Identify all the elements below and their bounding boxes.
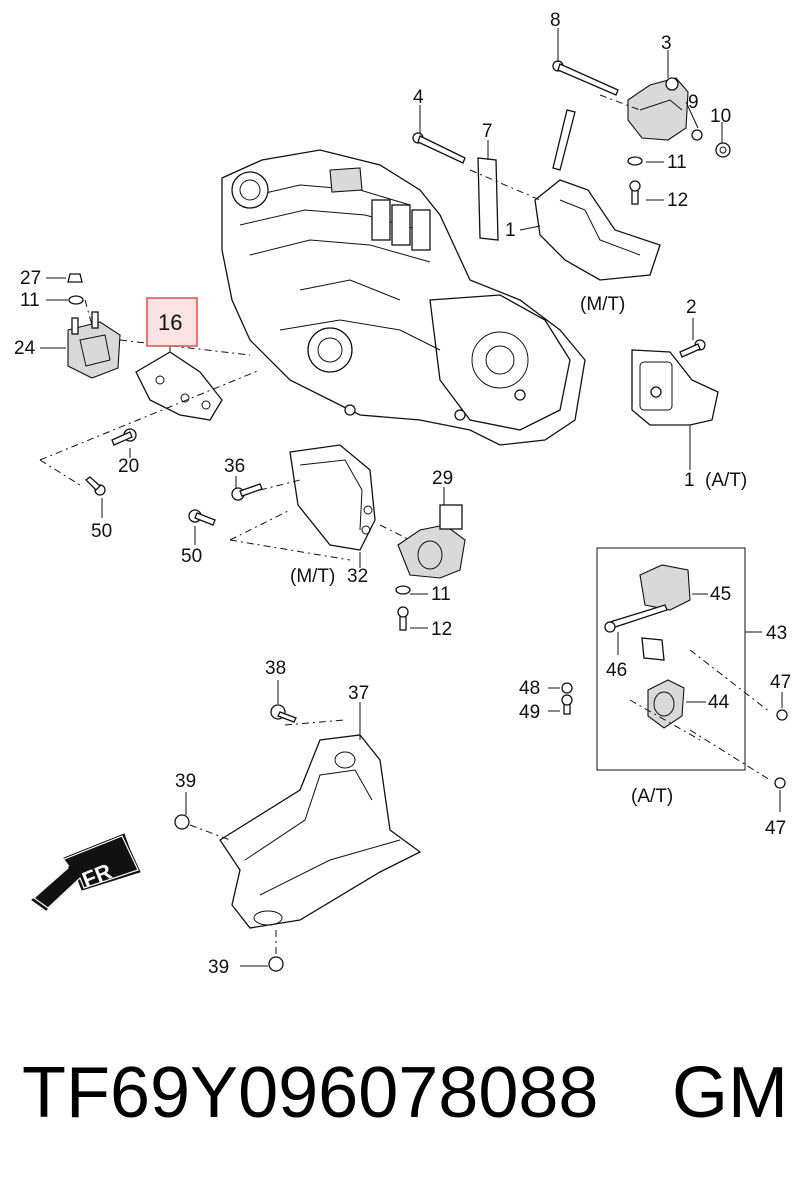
nut-39-bottom	[268, 956, 284, 972]
mount-45	[639, 564, 691, 611]
callout-labels: 8 3 9 10 4 7 11 12 1 (M/T) 2 1 (A/T) 27 …	[14, 10, 791, 978]
bracket-1-mt	[534, 179, 661, 281]
callout-24: 24	[14, 338, 36, 359]
callout-39-top: 39	[175, 771, 196, 792]
left-mount-group	[39, 273, 261, 496]
nut-10	[715, 142, 731, 158]
shield-body	[219, 734, 422, 929]
callout-2: 2	[686, 297, 697, 318]
callout-29: 29	[432, 468, 453, 489]
callout-16[interactable]: 16	[158, 310, 182, 335]
mount-29	[397, 524, 466, 579]
callout-11-mid: 11	[431, 584, 451, 605]
part-number: TF69Y096078088	[22, 1053, 599, 1133]
callout-48: 48	[519, 678, 540, 699]
callout-12-mid: 12	[431, 619, 452, 640]
mount-44	[647, 679, 685, 729]
washer-11-mid	[395, 585, 411, 595]
callout-12-top: 12	[667, 190, 688, 211]
callout-1-mt: 1	[505, 220, 516, 241]
callout-37: 37	[348, 683, 369, 704]
callout-3: 3	[661, 33, 672, 54]
callout-43: 43	[766, 623, 787, 644]
engine-transaxle-assembly	[221, 149, 586, 446]
nut-39-top	[174, 814, 190, 830]
callout-11-left: 11	[20, 290, 40, 311]
callout-7: 7	[482, 121, 493, 142]
callout-27: 27	[20, 268, 41, 289]
bracket-1-at	[631, 349, 719, 426]
callout-44: 44	[708, 692, 730, 713]
group-box-43	[596, 547, 746, 771]
mount-24	[67, 321, 121, 379]
callout-9: 9	[688, 92, 699, 113]
variant-mt-mid: (M/T)	[290, 566, 335, 587]
callout-47-bottom: 47	[765, 818, 786, 839]
leader-lines	[40, 28, 783, 967]
callout-36: 36	[224, 456, 245, 477]
callout-47-top: 47	[770, 672, 791, 693]
nut-48	[561, 682, 573, 694]
callout-50-top: 50	[91, 521, 112, 542]
bolt-46-shaft	[609, 604, 668, 629]
footer: TF69Y096078088 GM	[22, 1048, 802, 1138]
callout-4: 4	[413, 87, 424, 108]
bracket-16	[135, 351, 223, 421]
brand-name: GM	[672, 1053, 788, 1133]
callout-46: 46	[606, 660, 627, 681]
callout-39-bottom: 39	[208, 957, 229, 978]
at-mount-box-43	[561, 547, 788, 789]
callout-49: 49	[519, 702, 540, 723]
bracket-7	[477, 157, 499, 241]
bolt-47-bottom	[774, 777, 786, 789]
bolt-8	[552, 60, 619, 96]
bracket-32	[289, 444, 376, 551]
nut-27	[67, 273, 83, 283]
front-direction-arrow: FR	[31, 833, 141, 911]
callout-11-top: 11	[667, 152, 687, 173]
variant-at-right: (A/T)	[705, 470, 747, 491]
heat-shield-37	[174, 704, 422, 972]
washer-11-top	[627, 156, 643, 166]
callout-50-mid: 50	[181, 546, 202, 567]
variant-mt-top: (M/T)	[580, 294, 625, 315]
callout-20: 20	[118, 456, 139, 477]
callout-38: 38	[265, 658, 286, 679]
highlight-box-16[interactable]	[146, 297, 198, 347]
callout-32: 32	[347, 566, 368, 587]
at-bracket-right	[631, 339, 719, 426]
mt-lower-mount-group	[188, 444, 466, 631]
washer-11-left	[68, 295, 84, 305]
nut-9	[691, 129, 703, 141]
callout-8: 8	[550, 10, 561, 31]
variant-at-box: (A/T)	[631, 786, 673, 807]
callout-1-at: 1	[684, 470, 695, 491]
mt-mount-group-top	[412, 60, 731, 281]
mount-3	[627, 77, 689, 141]
bolt-47-top	[776, 709, 788, 721]
callout-10: 10	[710, 106, 731, 127]
callout-45: 45	[710, 584, 731, 605]
